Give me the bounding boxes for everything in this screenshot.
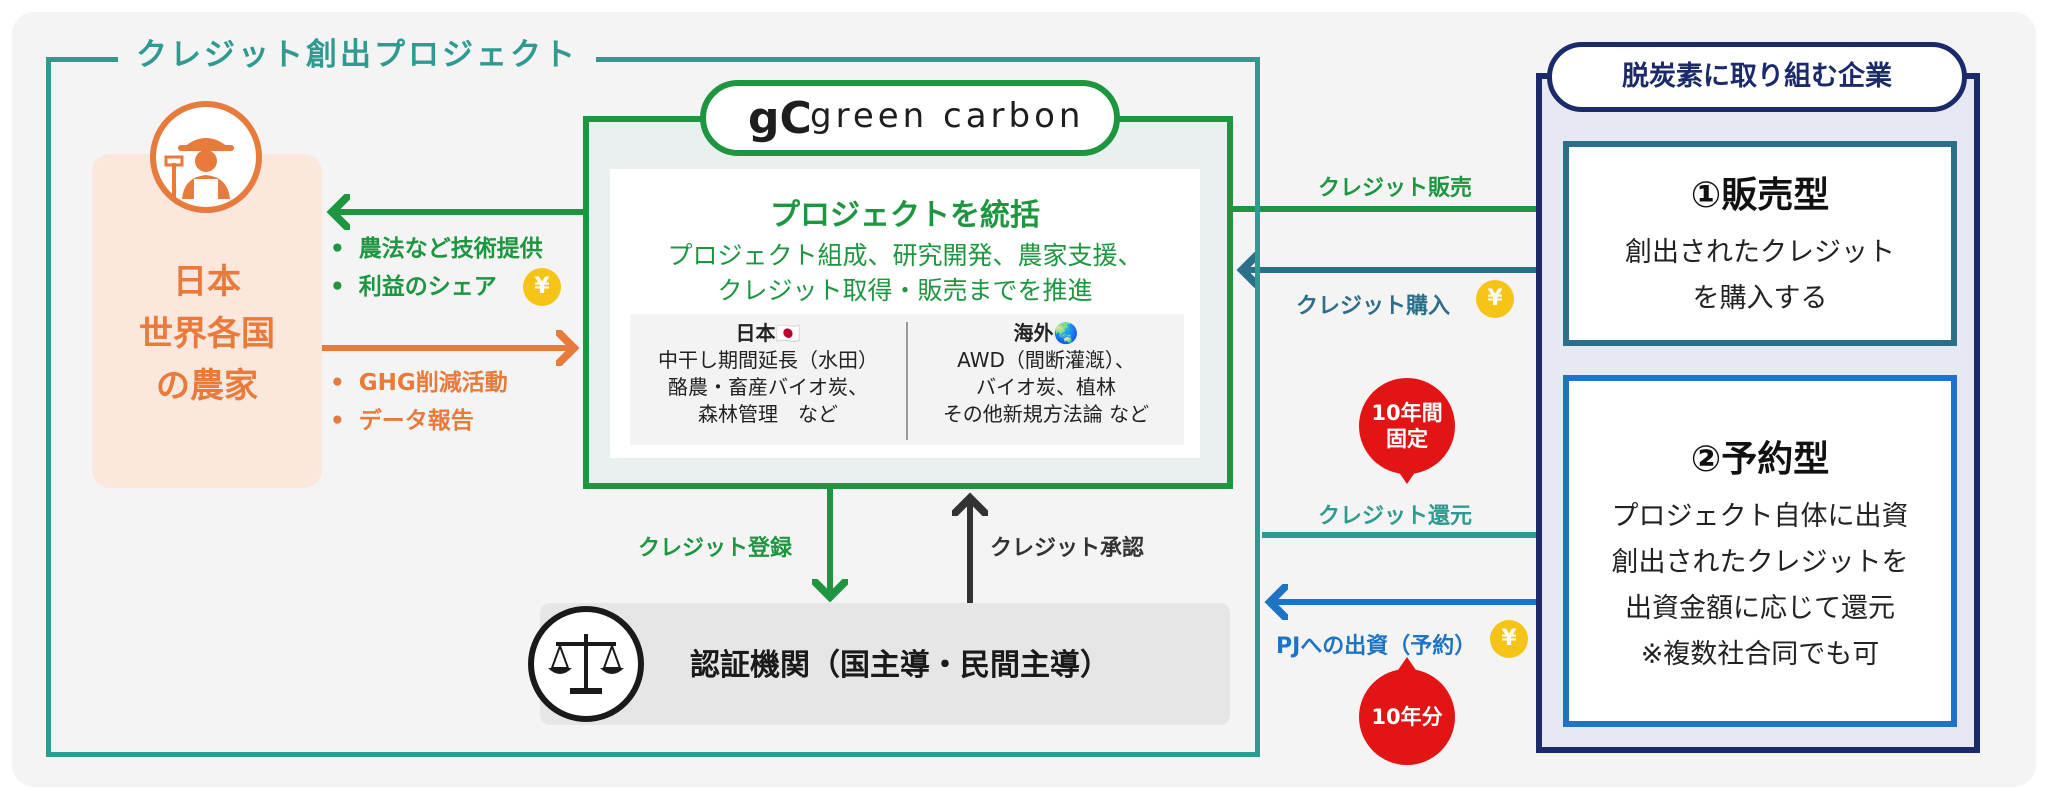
overseas-method-3: その他新規方法論 など: [942, 402, 1150, 426]
badge-fixed-pointer: [1396, 468, 1418, 484]
project-frame: [46, 57, 1260, 757]
type-reservation-title: ②予約型: [1690, 439, 1830, 480]
green-carbon-logo-icon: gC: [748, 93, 812, 144]
type-sales-line-2: を購入する: [1692, 283, 1828, 314]
green-carbon-description-2: クレジット取得・販売までを推進: [717, 276, 1093, 305]
overseas-method-1: AWD（間断灌漑）、: [957, 348, 1135, 372]
farmers-label: 日本 世界各国 の農家: [92, 256, 322, 412]
type-reservation-line-1: プロジェクト自体に出資: [1611, 501, 1909, 532]
badge-10-years-fixed: 10年間 固定: [1359, 378, 1455, 474]
corporate-title: 脱炭素に取り組む企業: [1547, 42, 1967, 112]
label-credit-buy: クレジット購入: [1296, 294, 1451, 319]
scales-icon: [528, 606, 644, 722]
type-sales-line-1: 創出されたクレジット: [1625, 237, 1895, 268]
type-reservation-body: プロジェクト自体に出資 創出されたクレジットを 出資金額に応じて還元 ※複数社合…: [1563, 494, 1957, 678]
yen-coin-icon-buy: ¥: [1476, 280, 1514, 318]
farmer-icon: [150, 101, 262, 213]
certification-box: [540, 603, 1230, 725]
green-carbon-title: プロジェクトを統括: [770, 198, 1040, 233]
bullet-tech-provision: 農法など技術提供: [330, 232, 543, 266]
japan-methods: 日本🇯🇵 中干し期間延長（水田） 酪農・畜産バイオ炭、 森林管理 など: [630, 320, 906, 428]
green-carbon-logo-text: green carbon: [810, 96, 1085, 136]
overseas-header: 海外🌏: [1013, 321, 1079, 345]
badge-fixed-line-2: 固定: [1386, 427, 1428, 451]
label-credit-return: クレジット還元: [1318, 504, 1473, 529]
bullet-ghg-reduction: GHG削減活動: [330, 366, 508, 400]
type-sales-box: [1563, 141, 1957, 346]
type-reservation-line-4: ※複数社合同でも可: [1640, 639, 1880, 670]
method-table-divider: [906, 322, 908, 440]
type-reservation-line-3: 出資金額に応じて還元: [1625, 593, 1895, 624]
farmers-line-2: 世界各国: [139, 314, 275, 354]
label-credit-sell: クレジット販売: [1318, 176, 1473, 201]
type-sales-title: ①販売型: [1690, 175, 1830, 216]
farmers-line-3: の農家: [156, 366, 258, 406]
japan-method-1: 中干し期間延長（水田）: [658, 348, 878, 372]
project-title: クレジット創出プロジェクト: [118, 30, 596, 80]
label-credit-register: クレジット登録: [638, 536, 793, 561]
overseas-methods: 海外🌏 AWD（間断灌漑）、 バイオ炭、植林 その他新規方法論 など: [908, 320, 1184, 428]
japan-method-2: 酪農・畜産バイオ炭、: [668, 375, 868, 399]
certification-label: 認証機関（国主導・民間主導）: [690, 648, 1110, 683]
japan-header: 日本🇯🇵: [735, 321, 801, 345]
badge-fixed-line-1: 10年間: [1371, 401, 1443, 425]
bullet-data-report: データ報告: [330, 404, 474, 438]
type-reservation-box: [1563, 375, 1957, 727]
type-sales-body: 創出されたクレジット を購入する: [1563, 230, 1957, 322]
green-carbon-logo-pill: [700, 80, 1120, 156]
label-credit-approve: クレジット承認: [990, 536, 1145, 561]
yen-coin-icon-invest: ¥: [1490, 620, 1528, 658]
type-reservation-line-2: 創出されたクレジットを: [1611, 547, 1909, 578]
badge-10-years: 10年分: [1359, 669, 1455, 765]
yen-coin-icon: ¥: [523, 268, 561, 306]
farmers-line-1: 日本: [173, 262, 241, 302]
bullet-profit-share: 利益のシェア: [330, 270, 497, 304]
green-carbon-description: プロジェクト組成、研究開発、農家支援、 クレジット取得・販売までを推進: [610, 238, 1200, 308]
overseas-method-2: バイオ炭、植林: [976, 375, 1116, 399]
green-carbon-description-1: プロジェクト組成、研究開発、農家支援、: [667, 241, 1143, 270]
label-invest: PJへの出資（予約）: [1276, 634, 1477, 659]
japan-method-3: 森林管理 など: [698, 402, 838, 426]
